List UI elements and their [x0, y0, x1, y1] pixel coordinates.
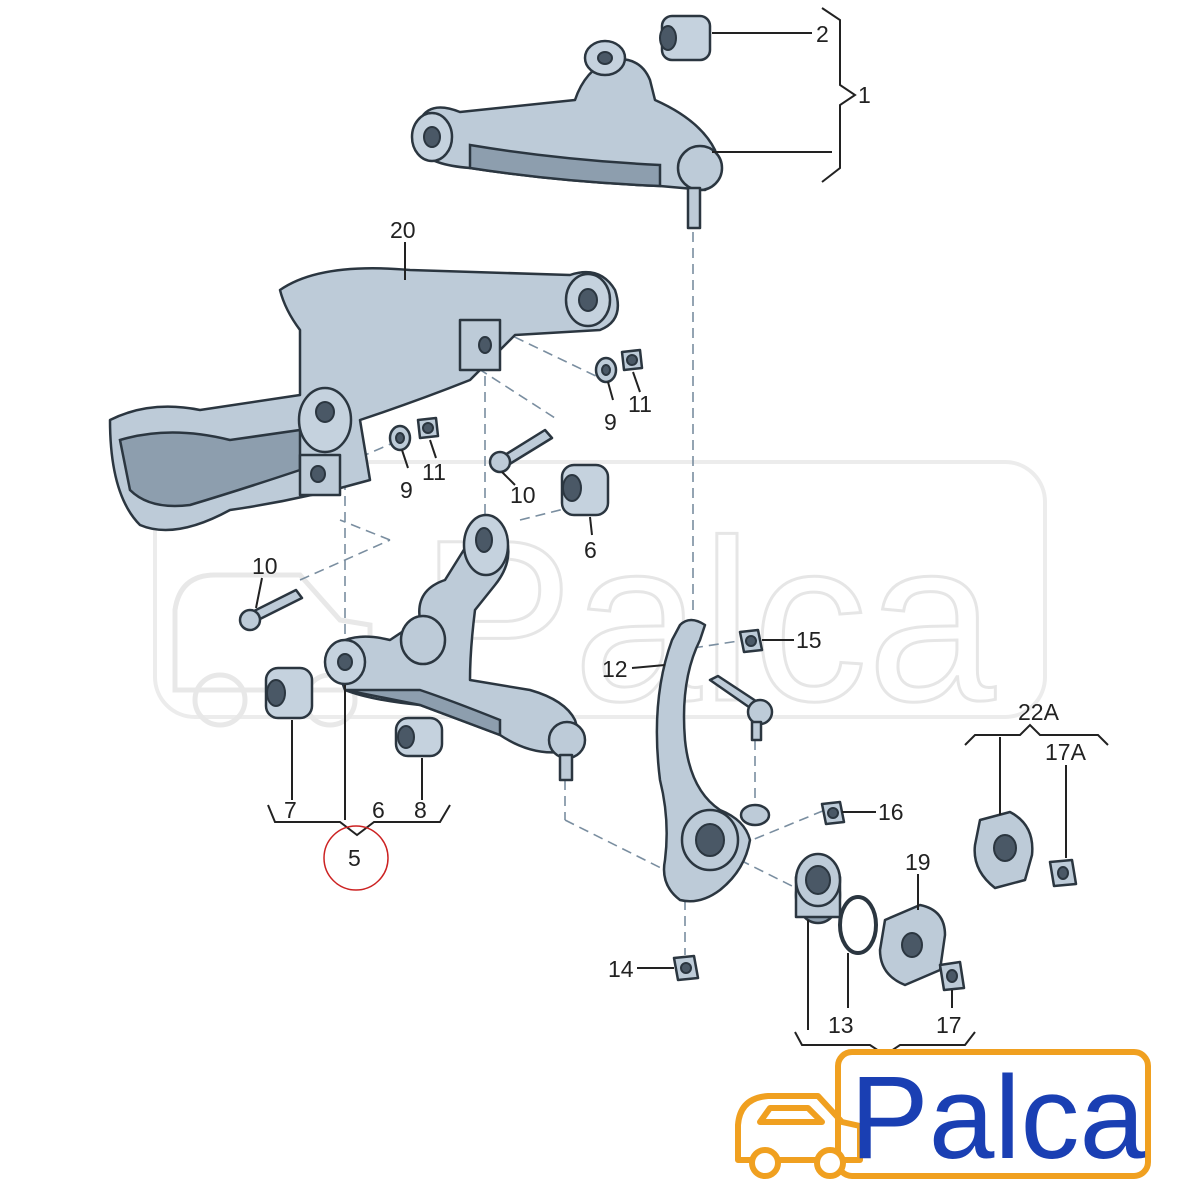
callout-6-upper: 6 — [584, 537, 597, 563]
lower-wishbone — [323, 513, 587, 782]
nut-15 — [738, 628, 764, 654]
car-icon — [735, 1093, 863, 1163]
washer-9-right — [594, 356, 618, 384]
subframe — [108, 267, 620, 532]
nut-11-left — [416, 416, 440, 440]
callout-9-right: 9 — [604, 409, 617, 435]
upper-arm-bushing — [659, 14, 712, 62]
callout-9-left: 9 — [400, 477, 413, 503]
callout-16: 16 — [878, 799, 904, 825]
callout-12: 12 — [602, 656, 628, 682]
palca-logo: Palca — [735, 1049, 1151, 1184]
callout-6-lower: 6 — [372, 797, 385, 823]
car-wheel-rear-icon — [814, 1147, 846, 1179]
callout-10-left: 10 — [252, 553, 278, 579]
nut-16 — [820, 800, 846, 826]
callout-17: 17 — [936, 1012, 962, 1038]
callout-20: 20 — [390, 217, 416, 243]
bushing-6 — [560, 463, 610, 517]
callout-13: 13 — [828, 1012, 854, 1038]
callout-7: 7 — [284, 797, 297, 823]
callout-22a: 22A — [1018, 699, 1060, 725]
wheel-bearing — [794, 852, 842, 925]
callout-2: 2 — [816, 21, 829, 47]
bolt-left — [238, 588, 304, 632]
callout-11-right: 11 — [628, 391, 652, 417]
bushing-8 — [394, 716, 444, 758]
highlight-circle — [323, 825, 389, 891]
circlip-13 — [838, 895, 878, 955]
callout-17a: 17A — [1045, 739, 1087, 765]
hub-nut-17a — [1048, 858, 1078, 888]
upper-control-arm — [410, 39, 724, 230]
nut-14 — [672, 954, 700, 982]
wheel-hub-19 — [878, 903, 947, 987]
washer-9-left — [388, 424, 412, 452]
hub-nut-17 — [938, 960, 966, 992]
leader-lines — [255, 7, 1109, 1057]
bushing-7 — [264, 666, 314, 720]
callout-5: 5 — [348, 845, 361, 871]
callout-labels: 2 1 20 9 11 9 11 10 6 10 12 15 22A 17A 7… — [252, 21, 1087, 1087]
nut-11-right — [620, 348, 644, 372]
wheel-carrier — [655, 618, 771, 903]
callout-10-upper: 10 — [510, 482, 536, 508]
callout-1: 1 — [858, 82, 871, 108]
callout-8: 8 — [414, 797, 427, 823]
tie-rod-end — [708, 674, 774, 742]
callout-15: 15 — [796, 627, 822, 653]
car-wheel-front-icon — [749, 1147, 781, 1179]
bolt-upper — [488, 428, 554, 474]
logo-text: Palca — [850, 1052, 1146, 1184]
wheel-bearing-unit-22a — [973, 810, 1034, 890]
callout-14: 14 — [608, 956, 634, 982]
callout-11-left: 11 — [422, 459, 446, 485]
callout-19: 19 — [905, 849, 931, 875]
